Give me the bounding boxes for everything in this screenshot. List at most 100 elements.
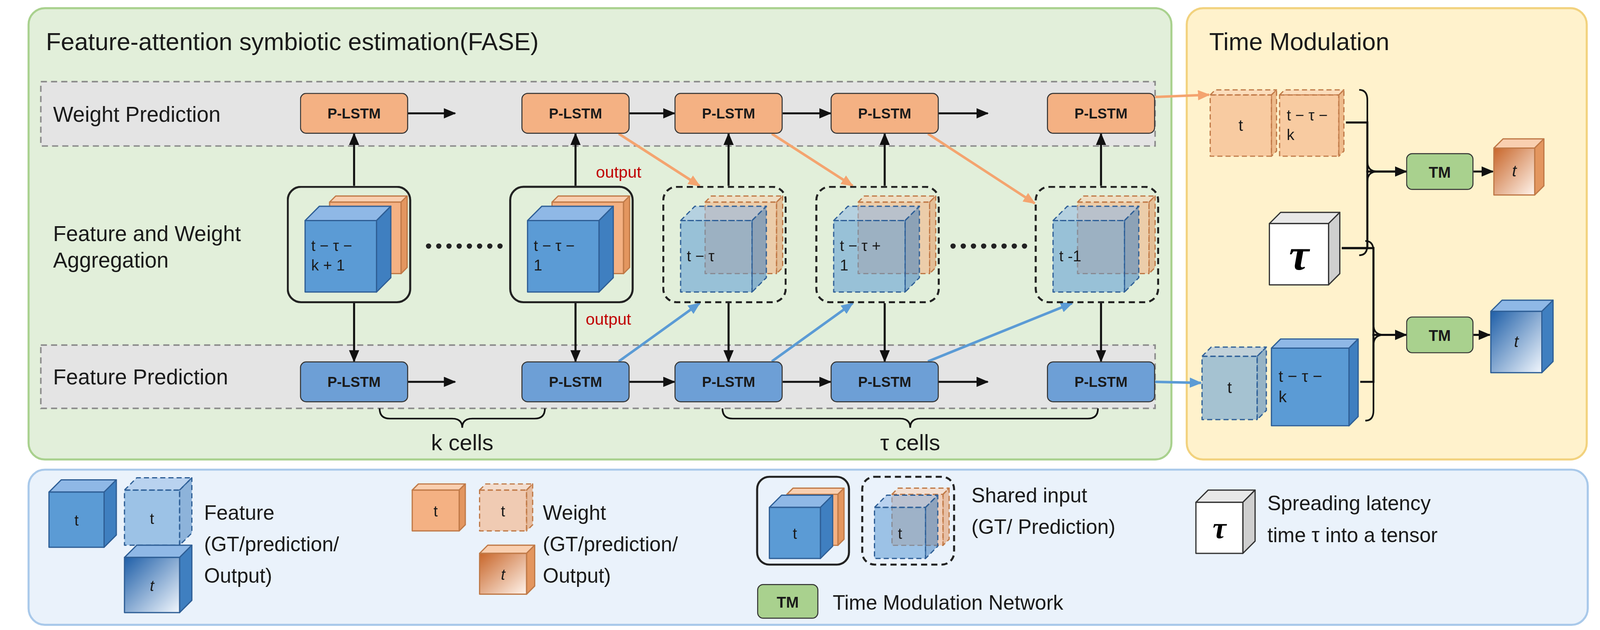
cube-front	[680, 220, 753, 292]
cube-front	[1053, 220, 1125, 292]
cube-front	[1195, 502, 1243, 554]
cube-side	[752, 206, 767, 292]
node-label: t − τ − k + 1	[311, 220, 361, 292]
text-label: t	[769, 507, 821, 559]
cube-front	[1271, 348, 1349, 426]
process-box: TM	[1406, 316, 1474, 354]
cube-side	[1257, 346, 1267, 420]
process-box: P-LSTM	[521, 361, 630, 403]
cube-illustration	[1489, 298, 1556, 374]
cube-illustration	[1200, 344, 1269, 421]
cube-side	[904, 206, 920, 292]
connector-arrow	[353, 303, 356, 362]
node-label: P-LSTM	[1047, 93, 1154, 133]
connector-arrow	[1099, 133, 1102, 186]
cube-front	[769, 507, 821, 559]
cube-shape	[769, 494, 833, 559]
connector-arrow	[1154, 94, 1210, 97]
cube-top	[479, 544, 535, 554]
cube-shape	[48, 479, 117, 548]
connector-arrow	[928, 133, 1035, 204]
text-label: t	[124, 489, 180, 545]
cube-side	[820, 494, 833, 559]
cube-shape	[1494, 138, 1545, 195]
node-label: P-LSTM	[522, 362, 629, 402]
open-arrows	[397, 113, 988, 382]
connector-arrow	[1345, 122, 1406, 172]
node-label: P-LSTM	[831, 93, 938, 133]
cube-illustration	[1492, 136, 1546, 196]
legend-text: Time Modulation Network	[832, 586, 1064, 619]
cube-shape	[479, 544, 535, 594]
tensor-cube: t	[1492, 136, 1546, 196]
cube-illustration	[1209, 87, 1279, 158]
frame-illustration	[1036, 187, 1158, 302]
cube-front	[479, 489, 527, 531]
connector-arrow	[574, 303, 577, 362]
connector-arrow	[1360, 334, 1407, 382]
node-label: P-LSTM	[831, 362, 938, 402]
node-label: t − τ + 1	[839, 220, 889, 292]
cube-shape	[305, 206, 391, 292]
node-label: t − τ	[686, 220, 736, 292]
node-label: Time Modulation	[1209, 27, 1390, 58]
cube-shape	[1195, 489, 1256, 554]
cube-top	[1279, 89, 1344, 95]
connector-arrow	[629, 112, 675, 115]
cube-top	[412, 483, 466, 490]
aggregation-frame: t − τ − 1	[509, 185, 634, 304]
cube-shape	[1490, 300, 1553, 373]
cube-side	[623, 195, 630, 274]
cube-top	[1077, 195, 1155, 203]
cube-side	[929, 195, 936, 274]
shared-frame	[757, 476, 850, 565]
cube-shape	[1210, 89, 1277, 157]
node-label: P-LSTM	[522, 93, 629, 133]
cube-front	[874, 507, 926, 559]
cube-front	[527, 220, 600, 292]
text-label: τ	[1195, 502, 1243, 554]
panel: Time Modulationtt − τ − kTMtτtt − τ − kT…	[1186, 8, 1587, 460]
process-box: P-LSTM	[300, 92, 409, 134]
text-label: t	[412, 489, 460, 531]
legend-text: Feature (GT/prediction/ Output)	[204, 496, 373, 592]
cube-shape	[479, 483, 533, 531]
cube-front	[1494, 147, 1536, 195]
connector-arrow	[1099, 303, 1102, 362]
legend-sample	[44, 475, 198, 624]
cube-shape	[124, 477, 193, 546]
cube-side	[776, 195, 783, 274]
node-label: P-LSTM	[675, 362, 782, 402]
cube-top	[329, 195, 407, 203]
band: Weight PredictionP-LSTMP-LSTMP-LSTMP-LST…	[40, 81, 1156, 146]
node-label: TM	[1407, 317, 1473, 353]
node-label: t − τ − k	[1286, 94, 1334, 157]
cube-side	[1338, 89, 1344, 157]
shared-frame	[862, 476, 955, 565]
cube-side	[103, 479, 117, 548]
tm-panel-fill	[1186, 8, 1587, 460]
process-box: P-LSTM	[674, 361, 783, 403]
text-label: t	[479, 489, 527, 531]
cube-top	[786, 488, 845, 495]
cube-front	[48, 491, 104, 547]
cube-side	[526, 544, 535, 594]
process-box: P-LSTM	[830, 361, 939, 403]
tensor-cube: t − τ − k	[1278, 87, 1347, 158]
cube-shape	[874, 494, 938, 559]
connector-arrow	[771, 133, 853, 186]
node-label: t	[1494, 147, 1536, 195]
cube-top	[1202, 346, 1267, 357]
node-label: P-LSTM	[300, 93, 407, 133]
legend-sample	[755, 472, 970, 571]
cube-shape	[124, 544, 193, 613]
cube-front	[1202, 356, 1258, 420]
text-label: t	[479, 553, 527, 595]
cube-top	[1271, 338, 1359, 348]
legend-text: Weight (GT/prediction/ Output)	[542, 496, 712, 592]
connector-arrow	[629, 380, 675, 383]
cube-side	[1349, 338, 1359, 426]
cube-top	[552, 195, 630, 203]
cube-front	[124, 489, 180, 545]
